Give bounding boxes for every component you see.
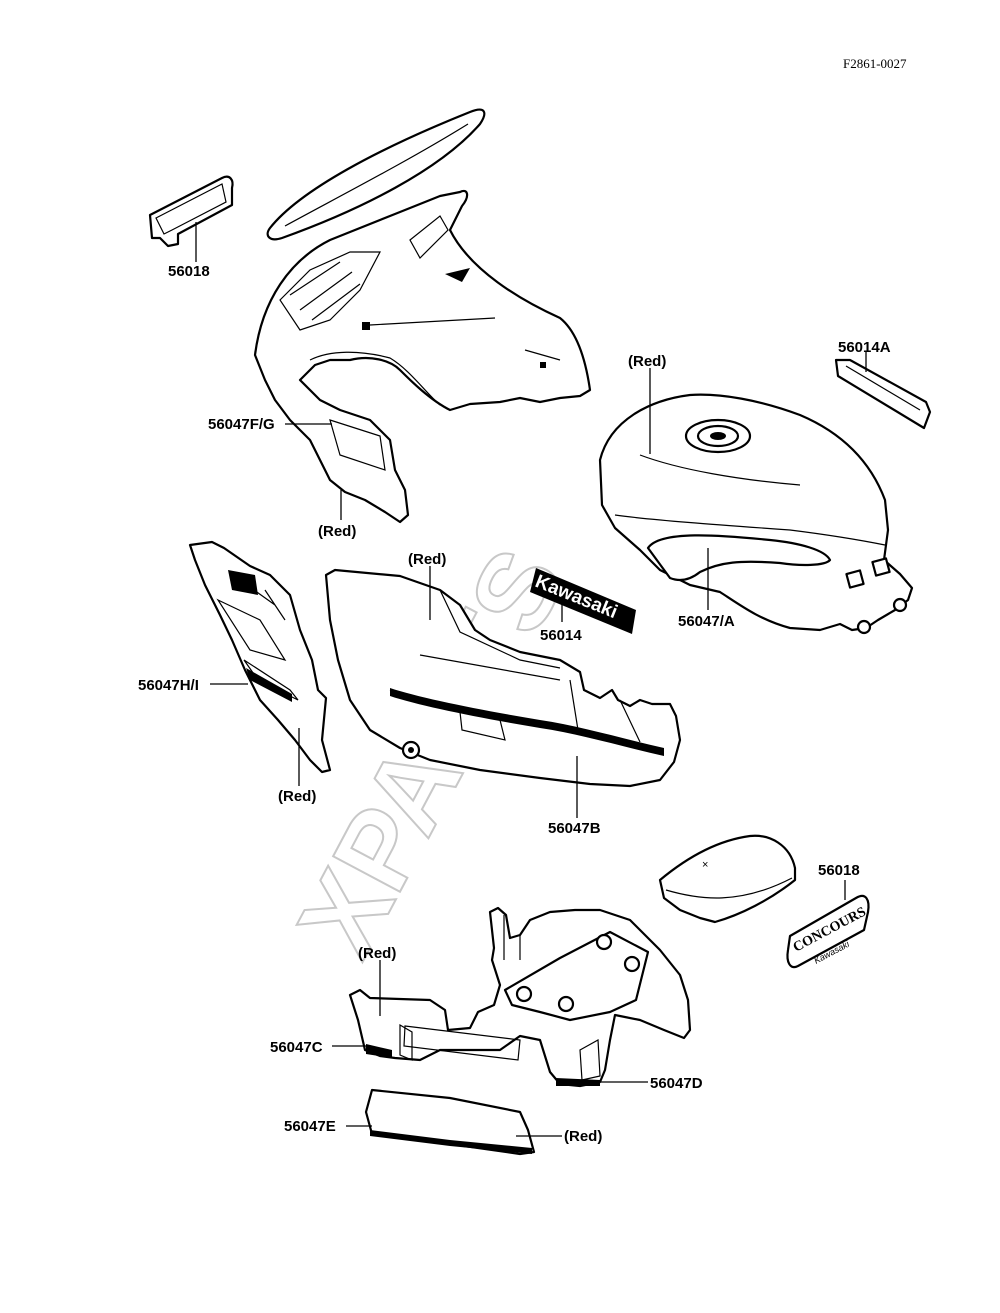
seat-cowl-part[interactable]: ×	[658, 834, 797, 924]
concours-emblem-56018[interactable]: CONCOURS Kawasaki	[786, 894, 870, 969]
label-red-tail: (Red)	[358, 945, 396, 962]
label-56047A: 56047/A	[678, 613, 735, 630]
label-56047HI: 56047H/I	[138, 677, 199, 694]
label-56047D: 56047D	[650, 1075, 703, 1092]
figure-code: F2861-0027	[843, 56, 907, 71]
label-56014A: 56014A	[838, 339, 891, 356]
label-red-side: (Red)	[408, 551, 446, 568]
label-red-lower: (Red)	[278, 788, 316, 805]
label-red-tank: (Red)	[628, 353, 666, 370]
label-56047B: 56047B	[548, 820, 601, 837]
emblem-56018-top[interactable]	[148, 175, 234, 248]
label-56018-right: 56018	[818, 862, 860, 879]
lower-trim-56047E[interactable]	[364, 1088, 536, 1156]
label-56018-top: 56018	[168, 263, 210, 280]
side-cover-part[interactable]	[324, 568, 682, 788]
seat-cowl-mark: ×	[702, 859, 708, 871]
fuel-tank-part[interactable]	[598, 393, 914, 635]
label-56047C: 56047C	[270, 1039, 323, 1056]
label-56047E: 56047E	[284, 1118, 336, 1135]
strip-56014A[interactable]	[834, 358, 932, 430]
upper-fairing-part[interactable]	[253, 189, 592, 524]
lower-fairing-panel[interactable]	[188, 540, 332, 774]
label-red-bottom: (Red)	[564, 1128, 602, 1145]
label-red-fairing: (Red)	[318, 523, 356, 540]
tail-cowl-part[interactable]	[348, 906, 692, 1088]
windshield-part[interactable]	[266, 108, 486, 241]
label-56014: 56014	[540, 627, 582, 644]
label-56047FG: 56047F/G	[208, 416, 275, 433]
